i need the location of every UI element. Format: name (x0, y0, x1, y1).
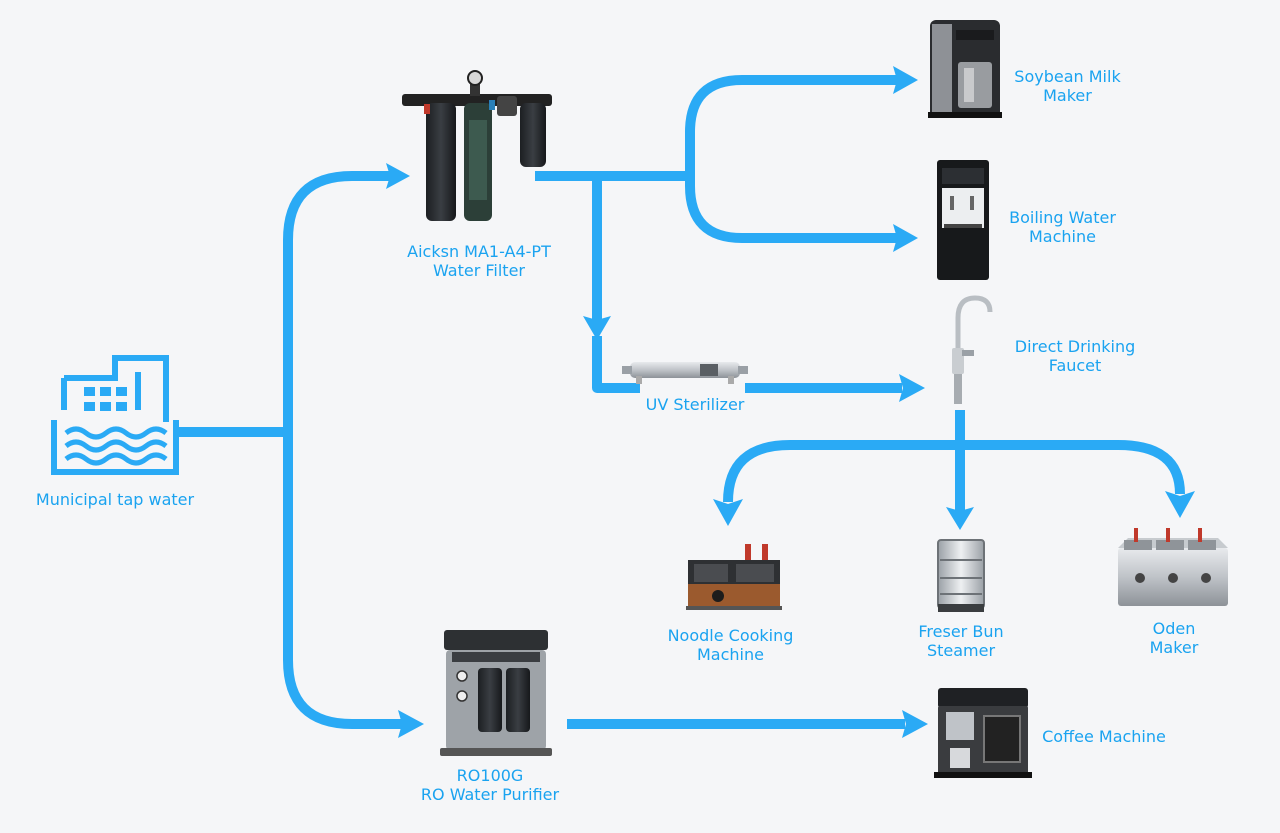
label-line: Direct Drinking (1014, 337, 1136, 356)
label-line: Municipal tap water (35, 490, 195, 509)
boiling-water-machine-icon (937, 160, 989, 280)
arrow-to-filter (386, 163, 410, 189)
arrow-to-coffee (902, 710, 928, 738)
label-uv-sterilizer: UV Sterilizer (620, 395, 770, 414)
label-line: Aicksn MA1-A4-PT (407, 242, 551, 261)
label-line: RO Water Purifier (420, 785, 560, 804)
coffee-machine-icon (934, 688, 1032, 778)
arrow-to-noodle (713, 499, 743, 526)
line-filter-to-soy (685, 75, 898, 176)
arrow-to-soy (893, 66, 918, 94)
arrow-to-oden (1165, 491, 1195, 518)
label-line: Soybean Milk (1014, 67, 1121, 86)
ro-purifier-icon (440, 630, 552, 756)
label-line: Machine (697, 645, 764, 664)
label-coffee-machine: Coffee Machine (1025, 727, 1183, 746)
label-municipal-tap-water: Municipal tap water (0, 490, 230, 509)
label-direct-drinking-faucet: Direct Drinking Faucet (995, 337, 1155, 375)
label-line: Coffee Machine (1042, 727, 1166, 746)
label-line: Noodle Cooking (667, 626, 794, 645)
bun-steamer-icon (937, 539, 985, 612)
label-line: Maker (1149, 638, 1199, 657)
label-boiling-water-machine: Boiling Water Machine (985, 208, 1140, 246)
arrow-to-purifier (398, 710, 424, 738)
label-line: Faucet (1048, 356, 1102, 375)
line-trunk-to-purifier (283, 432, 402, 729)
label-soybean-milk-maker: Soybean Milk Maker (990, 67, 1145, 105)
arrow-to-uv (583, 316, 611, 340)
label-line: RO100G (456, 766, 524, 785)
label-line: Steamer (926, 641, 996, 660)
line-filter-to-boil (685, 176, 898, 243)
label-noodle-cooking-machine: Noodle Cooking Machine (648, 626, 813, 664)
label-line: UV Sterilizer (645, 395, 745, 414)
oden-maker-icon (1118, 528, 1228, 606)
arrow-to-bun (946, 507, 974, 530)
soybean-milk-maker-icon (928, 20, 1002, 118)
line-faucet-to-oden (960, 440, 1185, 495)
label-line: Boiling Water (1009, 208, 1116, 227)
arrow-to-boil (893, 224, 918, 252)
label-freser-bun-steamer: Freser Bun Steamer (891, 622, 1031, 660)
label-line: Machine (1029, 227, 1096, 246)
line-uv-branch (592, 336, 640, 393)
line-faucet-to-noodle (723, 440, 960, 503)
flow-lines (175, 75, 1185, 729)
label-line: Oden (1152, 619, 1196, 638)
label-ro-water-purifier: RO100G RO Water Purifier (380, 766, 600, 804)
line-trunk-to-filter (283, 171, 392, 432)
building-water-icon (51, 355, 179, 475)
arrow-heads (386, 66, 1195, 738)
triple-water-filter-icon (402, 70, 552, 221)
uv-sterilizer-icon (622, 362, 748, 384)
arrow-to-faucet (899, 374, 925, 402)
drinking-faucet-icon (952, 295, 993, 404)
label-line: Water Filter (432, 261, 525, 280)
label-line: Freser Bun (918, 622, 1004, 641)
label-aicksn-water-filter: Aicksn MA1-A4-PT Water Filter (369, 242, 589, 280)
label-line: Maker (1043, 86, 1092, 105)
noodle-cooker-icon (686, 544, 782, 610)
label-oden-maker: Oden Maker (1124, 619, 1224, 657)
